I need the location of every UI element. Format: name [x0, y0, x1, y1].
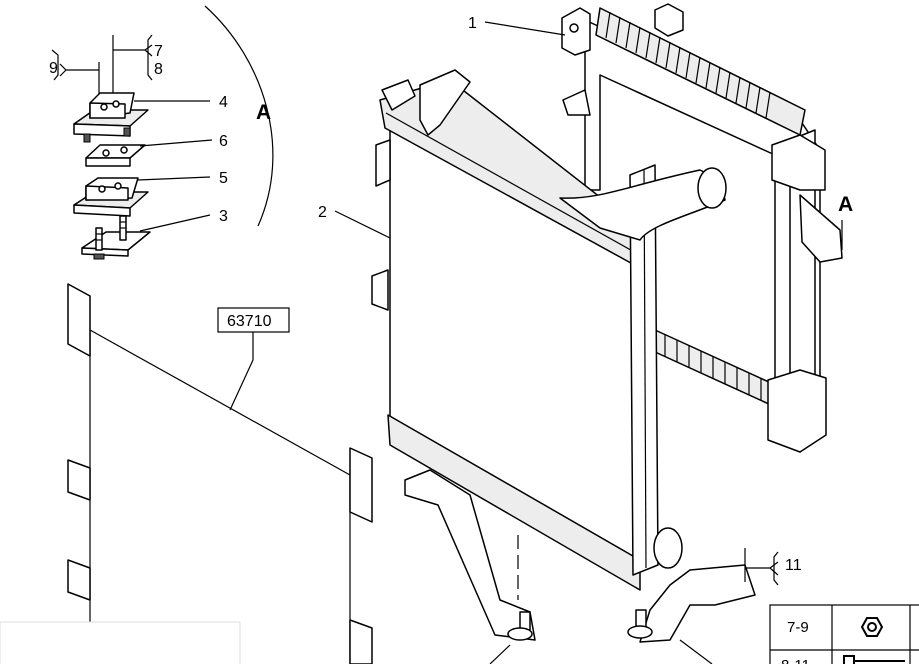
leader-2: [334, 210, 391, 239]
caption-panel: [0, 621, 241, 664]
leader-1: [484, 21, 566, 36]
reference-box-label: 63710: [227, 313, 272, 330]
radiator: [561, 3, 843, 453]
bolt-icon: [843, 655, 905, 664]
leader-bottom-right: [679, 639, 713, 664]
reference-part-outline: [67, 283, 373, 664]
upper-cooling-fins: [605, 11, 771, 119]
view-label-main: A: [838, 193, 853, 216]
leader-11: [745, 551, 779, 586]
detail-view-a: [51, 5, 274, 260]
leader-6: [139, 139, 213, 147]
callout-6: 6: [219, 133, 228, 150]
callout-2: 2: [318, 204, 327, 221]
callout-1: 1: [468, 15, 477, 32]
bracket-7-8: [147, 34, 153, 81]
leader-3: [139, 214, 211, 232]
leader-5: [137, 176, 211, 181]
charge-air-cooler: [371, 69, 756, 643]
detail-boundary-arc: [204, 5, 274, 227]
rubber-mount-upper: [73, 92, 149, 143]
bracket-9: [51, 49, 59, 81]
view-label-detail: A: [256, 101, 271, 124]
fastener-legend: 7-9 8-11: [769, 604, 919, 664]
legend-frame: [769, 604, 919, 664]
rubber-mount-lower: [73, 177, 149, 217]
reference-box: [217, 307, 290, 333]
leader-9: [59, 63, 99, 77]
hex-nut-icon: [860, 617, 884, 637]
leader-7-8: [113, 44, 153, 57]
callout-7: 7: [154, 43, 163, 60]
callout-8: 8: [154, 61, 163, 78]
callout-9: 9: [49, 60, 58, 77]
leader-63710: [229, 332, 254, 411]
stud-base-plate: [81, 215, 151, 260]
callout-3: 3: [219, 208, 228, 225]
legend-row-2-label: 8-11: [781, 657, 810, 664]
callout-11: 11: [785, 557, 802, 574]
callout-4: 4: [219, 94, 228, 111]
spacer-plate: [85, 144, 146, 167]
callout-5: 5: [219, 170, 228, 187]
leader-bottom-left: [489, 644, 511, 664]
legend-row-1-label: 7-9: [787, 619, 809, 636]
